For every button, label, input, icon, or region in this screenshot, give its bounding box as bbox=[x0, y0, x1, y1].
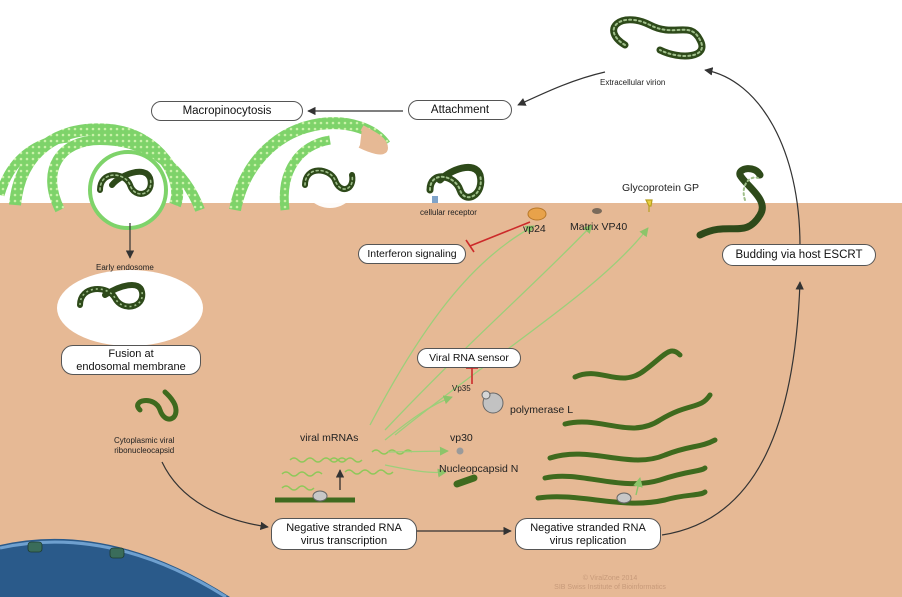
virion-icon-macropinosome bbox=[97, 168, 154, 197]
membrane-ruffle-left bbox=[0, 123, 205, 230]
vp24-protein-icon bbox=[527, 207, 547, 221]
virion-icon-endosome bbox=[57, 270, 203, 346]
nucleocapsid-n-icon bbox=[453, 474, 478, 488]
cellular-receptor-label: cellular receptor bbox=[420, 208, 477, 217]
fusion-box: Fusion at endosomal membrane bbox=[61, 345, 201, 375]
transcription-template bbox=[275, 449, 413, 503]
credit: © ViralZone 2014 SIB Swiss Institute of … bbox=[530, 574, 690, 592]
replication-strands bbox=[535, 348, 718, 506]
vp30-icon bbox=[456, 447, 464, 455]
virion-icon-budding bbox=[696, 165, 766, 239]
membrane-ruffle-right bbox=[229, 117, 390, 212]
virion-icon-cell-surface bbox=[426, 163, 485, 203]
credit-line-2: SIB Swiss Institute of Bioinformatics bbox=[554, 584, 666, 591]
nucleocapsid-n-label: Nucleopcapsid N bbox=[439, 463, 519, 475]
nuclear-pore-icon bbox=[27, 541, 125, 559]
polymerase-l-label: polymerase L bbox=[510, 404, 574, 416]
interferon-signaling-box: Interferon signaling bbox=[358, 244, 466, 264]
credit-line-1: © ViralZone 2014 bbox=[582, 575, 638, 582]
vp35-label: Vp35 bbox=[452, 384, 471, 393]
macropinocytosis-box: Macropinocytosis bbox=[151, 101, 303, 121]
vp40-protein-icon bbox=[592, 208, 602, 214]
nucleus bbox=[0, 538, 230, 597]
replication-box: Negative stranded RNA virus replication bbox=[515, 518, 661, 550]
inhibition-markers bbox=[465, 221, 531, 384]
early-endosome-label: Early endosome bbox=[96, 263, 154, 272]
extracellular-virion-label: Extracellular virion bbox=[600, 78, 666, 87]
glycoprotein-label: Glycoprotein GP bbox=[622, 182, 700, 194]
vp24-label: vp24 bbox=[523, 223, 546, 235]
translation-arrows bbox=[369, 224, 649, 478]
cytoplasmic-rnp-icon bbox=[135, 389, 179, 422]
vp30-label: vp30 bbox=[450, 432, 473, 444]
cytoplasmic-rnp-label: Cytoplasmic viral ribonucleocapsid bbox=[114, 436, 175, 455]
attachment-box: Attachment bbox=[408, 100, 512, 120]
viral-mrnas-label: viral mRNAs bbox=[300, 432, 359, 444]
glycoprotein-icon bbox=[645, 199, 653, 212]
transcription-box: Negative stranded RNA virus transcriptio… bbox=[271, 518, 417, 550]
matrix-vp40-label: Matrix VP40 bbox=[570, 221, 628, 233]
virion-icon-ruffle bbox=[302, 167, 356, 192]
viral-rna-sensor-box: Viral RNA sensor bbox=[417, 348, 521, 368]
budding-box: Budding via host ESCRT bbox=[722, 244, 876, 266]
virion-icon-extracellular bbox=[610, 16, 706, 60]
